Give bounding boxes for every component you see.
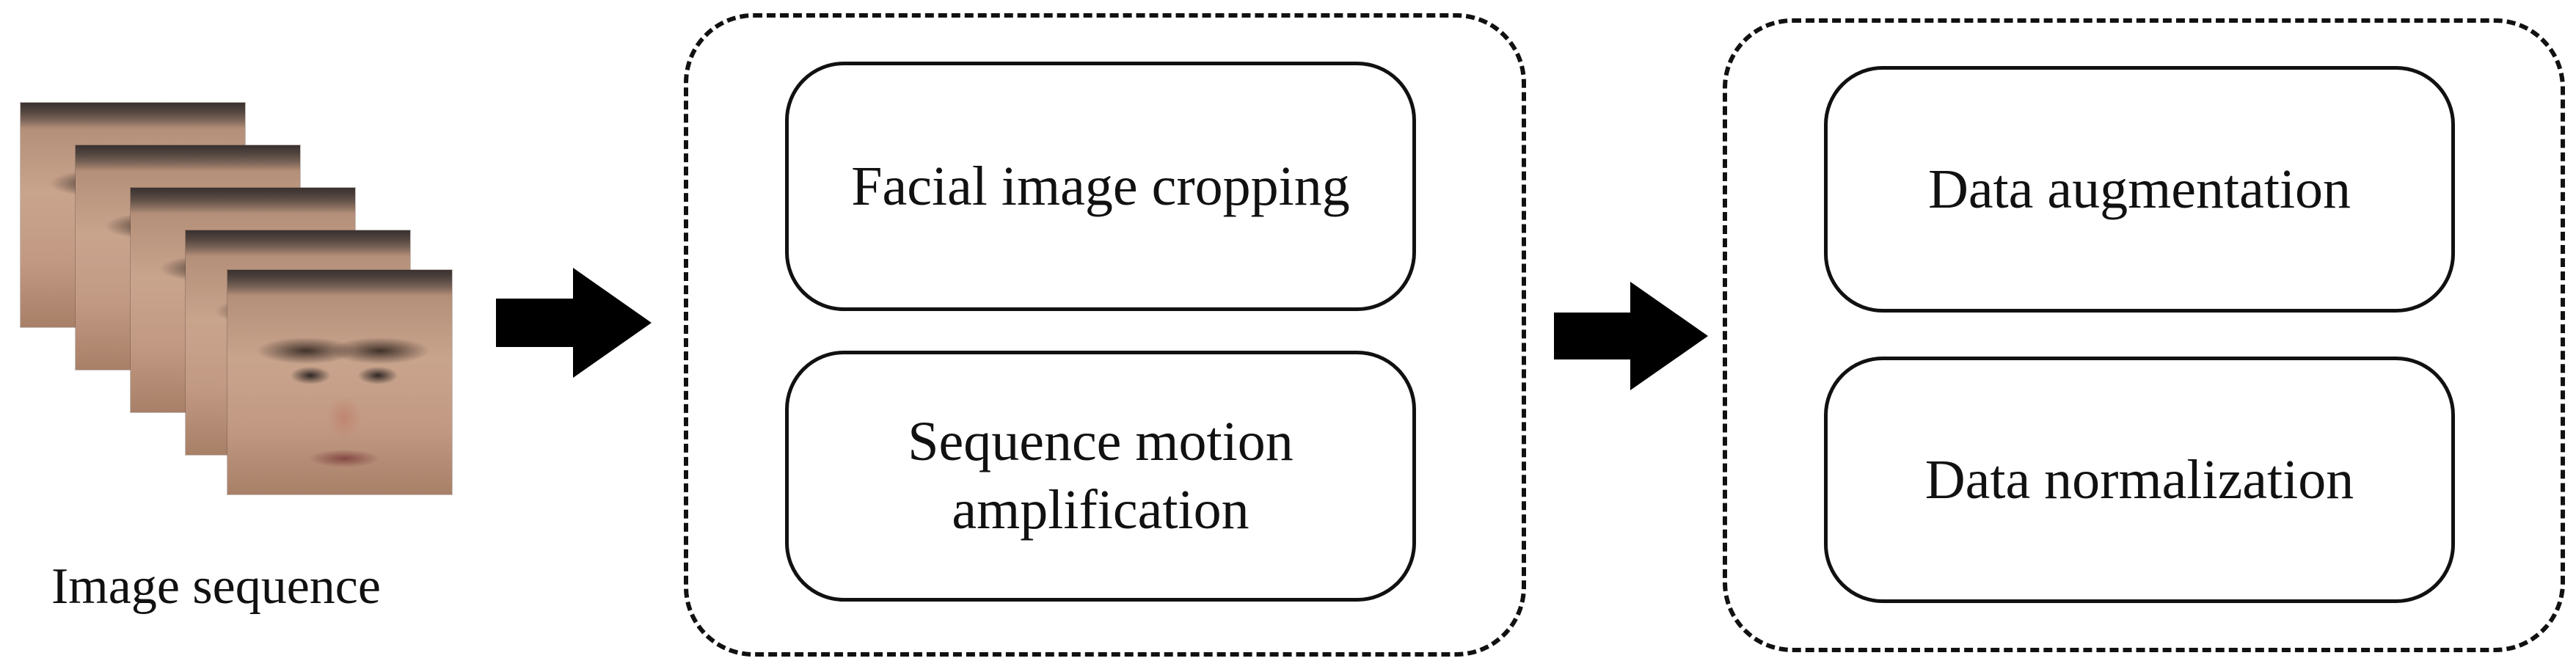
- data-augmentation-box: Data augmentation: [1824, 66, 2455, 313]
- data-normalization-label: Data normalization: [1924, 448, 2354, 511]
- facial-cropping-label: Facial image cropping: [851, 155, 1350, 217]
- data-normalization-box: Data normalization: [1824, 357, 2455, 603]
- arrow-right-icon: [1554, 282, 1708, 390]
- motion-amplification-box: Sequence motion amplification: [785, 351, 1416, 602]
- preprocessing-group-1: [684, 13, 1526, 657]
- data-augmentation-label: Data augmentation: [1927, 158, 2351, 220]
- motion-amplification-label: Sequence motion amplification: [908, 411, 1294, 541]
- face-frame-5: [227, 270, 452, 494]
- image-sequence-caption: Image sequence: [51, 558, 381, 615]
- preprocessing-group-2: [1723, 18, 2565, 652]
- facial-cropping-box: Facial image cropping: [785, 62, 1416, 311]
- arrow-right-icon: [496, 268, 652, 378]
